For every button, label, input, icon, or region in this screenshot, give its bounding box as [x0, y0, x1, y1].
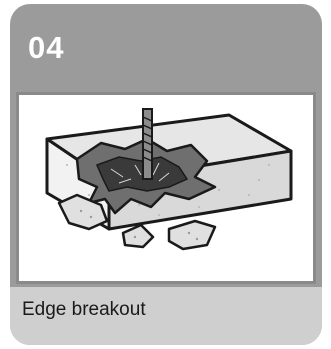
- concrete-edge-breakout-icon: [19, 95, 313, 281]
- card-number: 04: [28, 32, 64, 63]
- card-header: 04: [10, 4, 322, 88]
- edge-breakout-card: 04: [10, 4, 322, 345]
- caption-bar: Edge breakout: [10, 287, 322, 345]
- illustration-frame: [16, 92, 316, 284]
- caption-text: Edge breakout: [22, 299, 146, 322]
